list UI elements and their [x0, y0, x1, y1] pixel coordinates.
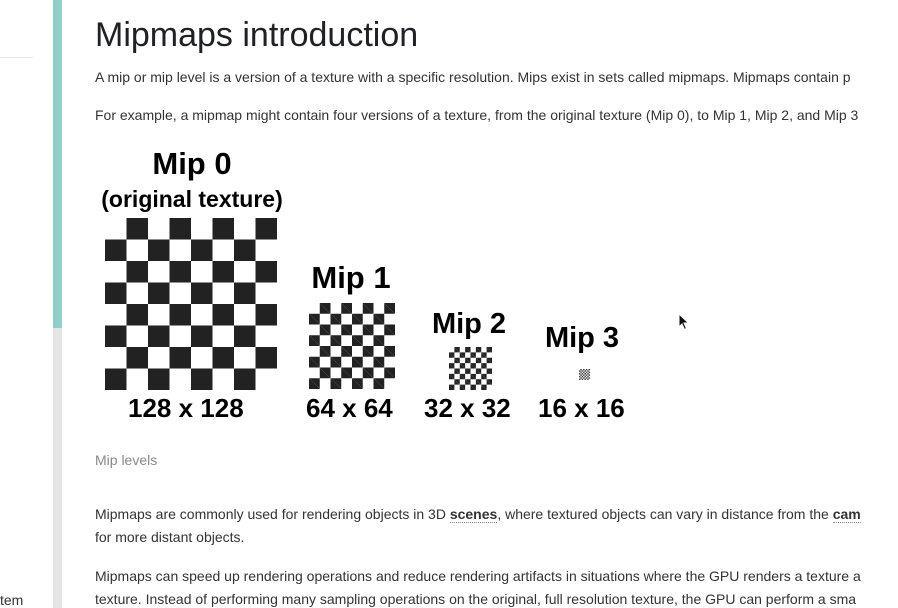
example-paragraph: For example, a mipmap might contain four… — [95, 107, 859, 123]
paragraph-text: Mipmaps are commonly used for rendering … — [95, 506, 450, 522]
paragraph-text: , where textured objects can vary in dis… — [497, 506, 833, 522]
mipmaps-speed-paragraph-line2: texture. Instead of performing many samp… — [95, 591, 857, 607]
mip3-size-label: 16 x 16 — [538, 393, 625, 423]
scenes-link[interactable]: scenes — [449, 506, 498, 523]
mip2-title: Mip 2 — [431, 308, 507, 340]
mip3-title: Mip 3 — [544, 322, 620, 354]
mipmaps-usage-paragraph-line2: for more distant objects. — [95, 529, 245, 545]
left-sidebar: tem — [0, 0, 52, 608]
main-content: Mipmaps introduction A mip or mip level … — [62, 0, 898, 608]
mip1-checkerboard — [309, 303, 395, 389]
mip3-checkerboard — [579, 369, 590, 380]
mip-levels-figure: Mip 0 (original texture) 128 x 128 Mip 1… — [62, 140, 662, 440]
sidebar-scrollbar-thumb[interactable] — [53, 0, 62, 328]
mip0-checkerboard — [105, 218, 277, 390]
intro-paragraph: A mip or mip level is a version of a tex… — [95, 69, 851, 85]
mip1-size-label: 64 x 64 — [306, 393, 393, 423]
mip1-title: Mip 1 — [311, 260, 391, 295]
mip0-title: Mip 0 — [152, 146, 232, 181]
mipmaps-usage-paragraph: Mipmaps are commonly used for rendering … — [95, 503, 861, 526]
mip2-checkerboard — [449, 347, 492, 390]
sidebar-item-label[interactable]: tem — [0, 592, 24, 608]
page-title: Mipmaps introduction — [95, 16, 419, 54]
mip2-size-label: 32 x 32 — [424, 393, 511, 423]
camera-link[interactable]: cam — [832, 506, 861, 523]
mouse-cursor-icon — [678, 313, 690, 331]
mip0-size-label: 128 x 128 — [128, 393, 244, 423]
mip0-subtitle: (original texture) — [101, 186, 283, 212]
mipmaps-speed-paragraph: Mipmaps can speed up rendering operation… — [95, 568, 861, 584]
sidebar-divider — [0, 57, 33, 58]
figure-caption: Mip levels — [95, 452, 158, 468]
